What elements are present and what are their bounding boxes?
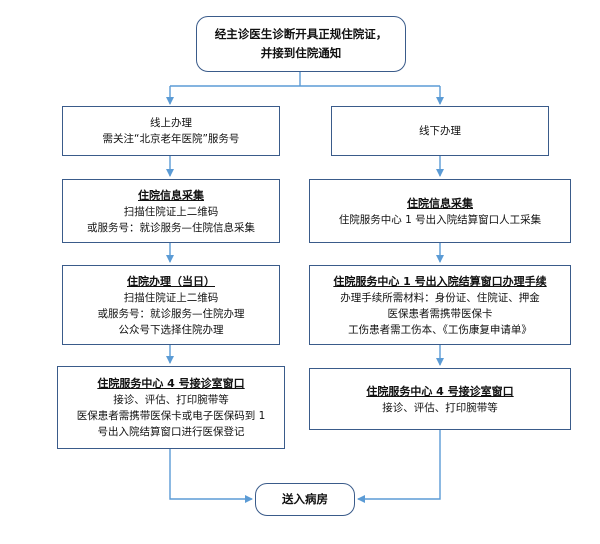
offline-header-line-1: 线下办理 (419, 125, 461, 137)
online-center4-line-3: 号出入院结算窗口进行医保登记 (97, 426, 245, 438)
online-header-line-2: 需关注“北京老年医院”服务号 (102, 133, 240, 145)
offline-center4-line-1: 接诊、评估、打印腕带等 (382, 401, 498, 414)
online-center4-line-1: 接诊、评估、打印腕带等 (113, 394, 229, 406)
online-info-line-2: 或服务号：就诊服务—住院信息采集 (87, 221, 255, 234)
connector-start-split (170, 72, 440, 87)
online-info-line-1: 扫描住院证上二维码 (123, 205, 219, 218)
offline-header: 线下办理 (331, 106, 549, 156)
start-node: 经主诊医生诊断开具正规住院证， 并接到住院通知 (196, 16, 406, 72)
offline-window1: 住院服务中心 1 号出入院结算窗口办理手续 办理手续所需材料：身份证、住院证、押… (309, 265, 571, 345)
offline-window1-line-2: 医保患者需携带医保卡 (387, 307, 493, 320)
offline-window1-title: 住院服务中心 1 号出入院结算窗口办理手续 (333, 274, 547, 288)
start-line-2: 并接到住院通知 (260, 46, 342, 60)
online-center4-line-2: 医保患者需携带医保卡或电子医保码到 1 (76, 410, 266, 422)
online-header: 线上办理 需关注“北京老年医院”服务号 (62, 106, 280, 156)
arrow-offline-to-end (357, 430, 441, 503)
online-info-title: 住院信息采集 (138, 188, 204, 202)
online-header-line-1: 线上办理 (150, 117, 192, 129)
offline-window1-line-3: 工伤患者需工伤本、《工伤康复申请单》 (348, 323, 532, 336)
end-node: 送入病房 (255, 483, 355, 516)
online-center4-title: 住院服务中心 4 号接诊室窗口 (97, 377, 245, 390)
offline-info-line-1: 住院服务中心 1 号出入院结算窗口人工采集 (338, 213, 542, 226)
online-admit-line-3: 公众号下选择住院办理 (118, 323, 224, 336)
start-line-1: 经主诊医生诊断开具正规住院证， (214, 27, 388, 41)
end-label: 送入病房 (282, 492, 328, 506)
online-admission: 住院办理（当日） 扫描住院证上二维码 或服务号：就诊服务—住院办理 公众号下选择… (62, 265, 280, 345)
offline-window1-line-1: 办理手续所需材料：身份证、住院证、押金 (340, 291, 540, 304)
offline-info-collection: 住院信息采集 住院服务中心 1 号出入院结算窗口人工采集 (309, 179, 571, 243)
offline-center4-window: 住院服务中心 4 号接诊室窗口 接诊、评估、打印腕带等 (309, 368, 571, 430)
online-center4-window: 住院服务中心 4 号接诊室窗口 接诊、评估、打印腕带等 医保患者需携带医保卡或电… (57, 366, 285, 449)
online-admit-line-1: 扫描住院证上二维码 (123, 291, 219, 304)
online-admit-line-2: 或服务号：就诊服务—住院办理 (97, 307, 245, 320)
offline-center4-title: 住院服务中心 4 号接诊室窗口 (366, 384, 514, 398)
online-info-collection: 住院信息采集 扫描住院证上二维码 或服务号：就诊服务—住院信息采集 (62, 179, 280, 243)
arrow-online-to-end (169, 449, 253, 503)
offline-info-title: 住院信息采集 (407, 196, 473, 210)
online-admit-title: 住院办理（当日） (127, 274, 215, 288)
